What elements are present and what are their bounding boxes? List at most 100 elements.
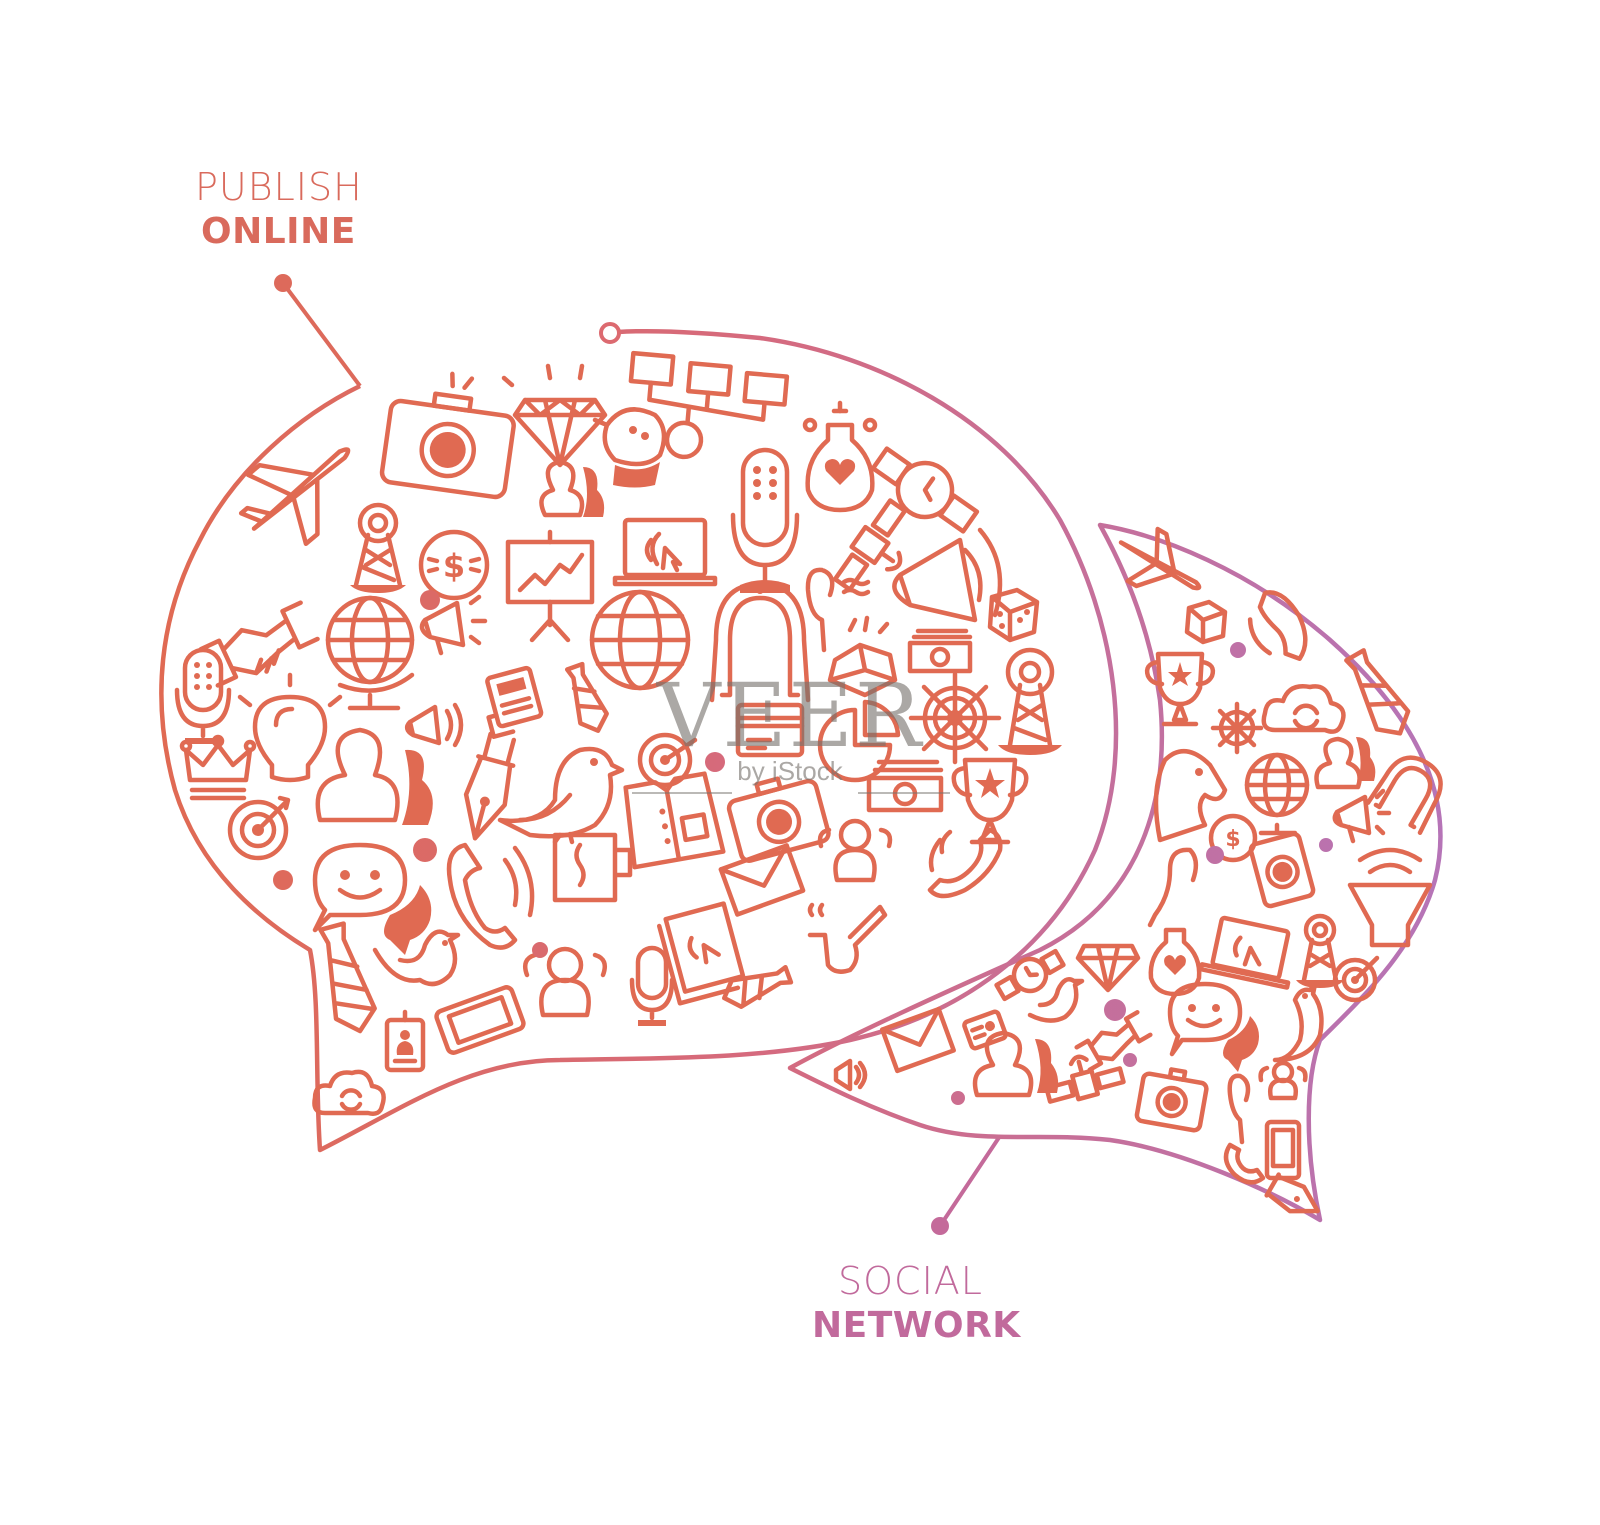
social-label-light: SOCIAL [838,1259,983,1303]
money-stack-icon [907,628,973,674]
presentation-chart-icon [505,529,595,643]
ship-wheel-icon [1210,701,1264,755]
target-icon [1332,955,1380,1003]
laptop-click-icon [1198,915,1291,990]
svg-text:$: $ [1225,827,1240,852]
earphone-icon [805,567,871,653]
social-connector [931,1134,1002,1235]
social-network-bubble-outline [787,522,1443,1223]
social-network-label: SOCIAL NETWORK [812,1259,1021,1344]
pipe-icon [807,902,888,974]
handshake-icon [198,600,320,688]
bird-icon [372,929,461,987]
chat-smiley-icon [312,842,432,955]
gold-bars-icon [827,615,898,698]
dollar-coin-icon: $ [418,529,490,601]
money-stack-icon [866,759,944,813]
group-icon [817,818,893,883]
radio-tower-icon [998,647,1062,755]
tie-icon [1344,648,1411,736]
globe-icon [325,595,415,711]
horseshoe-icon [709,581,811,703]
dollar-coin-icon: $ [1208,813,1258,863]
satellite-icon [1044,1054,1126,1104]
lightbulb-icon [237,672,343,783]
earphone-icon [1147,847,1199,928]
dice-icon [1184,599,1228,645]
trophy-icon [1144,651,1216,727]
target-icon [227,795,291,861]
diamond-icon [1075,943,1141,993]
megaphone-icon [404,702,464,748]
id-badge-icon [962,1009,1008,1051]
tie-icon [564,661,609,733]
chat-smiley-icon [592,407,667,488]
wristwatch-icon [994,948,1066,1002]
globe-icon [1244,752,1310,836]
phone-icon [927,827,1003,899]
camera-icon [1248,831,1316,909]
megaphone-icon [892,527,1003,623]
bird-icon [497,746,625,845]
perfume-heart-icon [802,400,878,513]
publish-label-bold: ONLINE [201,211,356,252]
pen-nib-icon [1264,1172,1320,1214]
phone-icon [1223,1142,1266,1185]
trophy-icon [951,757,1029,845]
shirt-icon [623,771,726,870]
microphone-icon [174,647,232,744]
user-pair-icon [539,459,605,518]
credit-card-icon [735,702,805,758]
smartphone-icon [434,985,526,1055]
envelope-icon [880,1006,956,1074]
speaker-icon [1347,847,1433,948]
bubble-anchor-dot [599,322,621,344]
earphone-icon [1227,1073,1251,1145]
user-pair-icon [315,727,433,825]
speaker-icon [833,1058,868,1092]
camera-icon [379,371,516,500]
crown-icon [179,734,257,801]
cloud-sync-icon [312,1069,386,1116]
laptop-click-icon [612,517,718,587]
dice-icon [987,587,1040,643]
chess-knight-icon [1153,749,1228,843]
ship-wheel-icon [908,671,1002,765]
coffee-mug-icon [552,832,633,903]
airplane-icon [238,447,351,547]
chat-smiley-icon [1167,981,1259,1072]
phone-icon [446,842,535,950]
user-pair-icon [972,1030,1059,1098]
publish-online-label: PUBLISH ONLINE [195,168,363,250]
bird-icon [1027,977,1085,1023]
globe-icon [589,589,691,691]
microphone-icon [629,945,675,1026]
book-click-icon [656,901,746,1006]
airplane-icon [1118,526,1202,591]
pen-nib-icon [463,731,517,841]
handshake-icon [1074,1010,1153,1073]
bird-icon [1272,981,1324,1063]
social-label-bold: NETWORK [812,1305,1021,1346]
target-icon [637,732,698,788]
group-icon [523,946,607,1018]
tie-icon [722,964,794,1009]
phone-icon [1247,590,1308,662]
megaphone-icon [1332,788,1392,844]
radio-tower-icon [1296,913,1344,988]
user-pair-icon [1314,736,1376,790]
horseshoe-icon [1365,755,1443,835]
envelope-icon [718,843,806,917]
watermark-rule-right [858,792,950,794]
newspaper-icon [485,665,544,739]
megaphone-icon [419,594,488,656]
decorative-dots [273,590,725,958]
org-chart-icon [628,350,790,460]
group-icon [1258,1060,1308,1101]
decorative-dots [951,642,1333,1105]
watermark-rule-left [632,792,732,794]
publish-connector [274,274,362,388]
satellite-icon [832,498,908,592]
